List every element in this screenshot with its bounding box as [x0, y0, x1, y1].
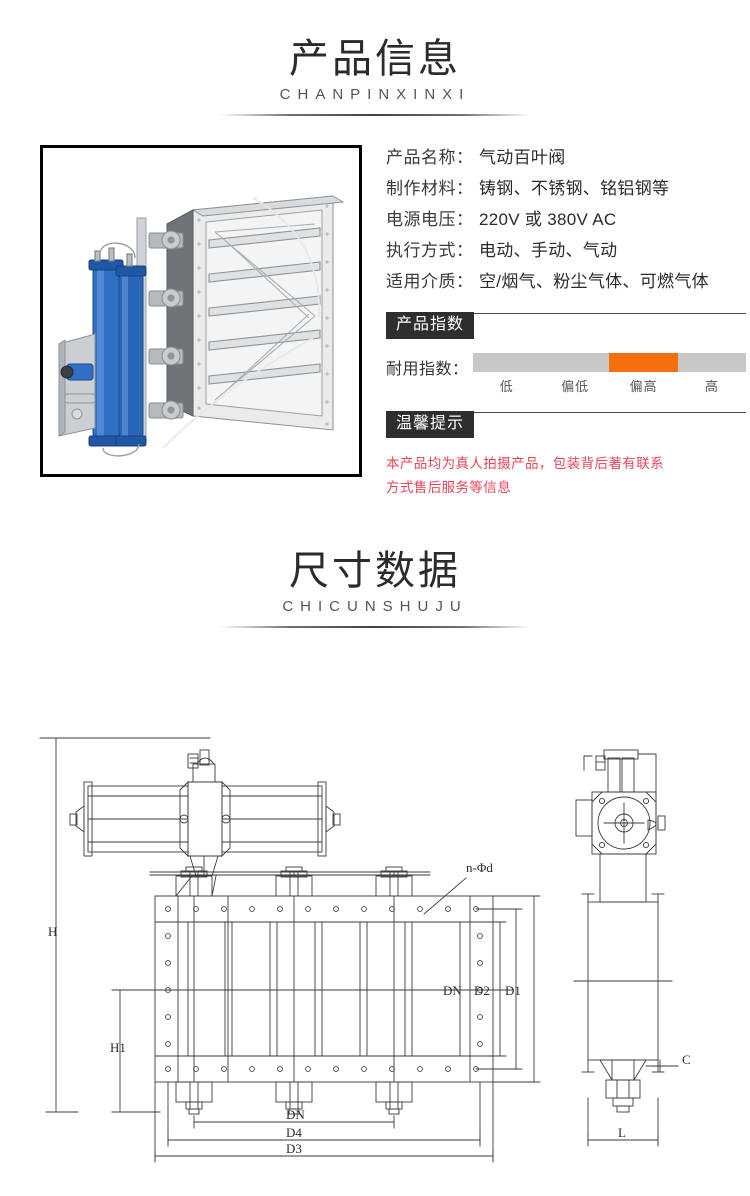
dimension-drawing-svg: H H1 n-Φd DN D2 D1 DN D4 D3 C L: [39, 737, 691, 1163]
dim-label-n-phi-d: n-Φd: [466, 860, 493, 875]
spec-colon: ：: [456, 241, 473, 260]
tips-rule: [386, 412, 746, 413]
dim-label-D3: D3: [286, 1141, 302, 1156]
dim-label-H: H: [48, 924, 57, 939]
section-divider: [220, 114, 530, 116]
spec-row: 适用介质 ： 空/烟气、粉尘气体、可燃气体: [386, 273, 746, 304]
product-index-tag: 产品指数: [386, 312, 475, 339]
dimension-drawing: H H1 n-Φd DN D2 D1 DN D4 D3 C L: [0, 700, 750, 1170]
spec-label: 制作材料: [386, 179, 456, 198]
spec-row: 制作材料 ： 铸钢、不锈钢、铭铝钢等: [386, 180, 746, 211]
section-title-en: CHICUNSHUJU: [282, 598, 468, 615]
spec-row: 产品名称 ： 气动百叶阀: [386, 145, 746, 180]
spec-value: 气动百叶阀: [479, 148, 566, 167]
index-segment-high: [678, 353, 746, 372]
dim-label-C: C: [682, 1052, 691, 1067]
dim-label-D1: D1: [505, 983, 521, 998]
product-index-block: 产品指数: [386, 312, 746, 339]
spec-value: 铸钢、不锈钢、铭铝钢等: [479, 179, 670, 198]
index-tick: 偏低: [561, 379, 590, 394]
tips-block: 温馨提示: [386, 411, 746, 438]
spec-value: 220V 或 380V AC: [479, 210, 617, 229]
dim-label-DN-vertical: DN: [443, 983, 462, 998]
pneumatic-louver-damper-photo: [43, 148, 359, 474]
dim-label-H1: H1: [110, 1040, 126, 1055]
index-tick: 高: [704, 379, 719, 394]
spec-value: 电动、手动、气动: [479, 241, 618, 260]
durability-index-row: 耐用指数： 低 偏低 偏高 高: [386, 353, 746, 395]
dim-label-D4: D4: [286, 1125, 302, 1140]
tips-line: 方式售后服务等信息: [386, 479, 512, 495]
spec-colon: ：: [456, 272, 473, 291]
durability-index-bar-wrap: 低 偏低 偏高 高: [472, 353, 746, 395]
product-spec-column: 产品名称 ： 气动百叶阀 制作材料 ： 铸钢、不锈钢、铭铝钢等 电源电压 ： 2…: [386, 145, 746, 499]
index-segment-low: [473, 353, 541, 372]
durability-index-bar: [472, 353, 746, 372]
spec-label: 执行方式: [386, 241, 456, 260]
section-title-en: CHANPINXINXI: [279, 86, 471, 103]
dim-label-DN-horizontal: DN: [286, 1107, 305, 1122]
spec-label: 电源电压: [386, 210, 456, 229]
dim-label-L: L: [618, 1125, 626, 1140]
index-segment-fairly-high: [609, 353, 678, 372]
product-photo-frame: [40, 145, 362, 477]
section-header-product-info: 产品信息 CHANPINXINXI: [0, 36, 750, 116]
durability-index-scale: 低 偏低 偏高 高: [473, 376, 746, 395]
section-title-cn: 产品信息: [289, 37, 461, 81]
tips-body: 本产品均为真人拍摄产品，包装背后著有联系 方式售后服务等信息: [386, 452, 746, 499]
spec-colon: ：: [456, 179, 473, 198]
section-divider: [220, 626, 530, 628]
index-segment-fairly-low: [541, 353, 609, 372]
product-info-row: 产品名称 ： 气动百叶阀 制作材料 ： 铸钢、不锈钢、铭铝钢等 电源电压 ： 2…: [0, 145, 750, 499]
spec-colon: ：: [456, 148, 473, 167]
product-index-rule: [386, 313, 746, 314]
spec-list: 产品名称 ： 气动百叶阀 制作材料 ： 铸钢、不锈钢、铭铝钢等 电源电压 ： 2…: [386, 145, 746, 304]
spec-label: 适用介质: [386, 272, 456, 291]
durability-index-label: 耐用指数：: [386, 361, 469, 378]
spec-value: 空/烟气、粉尘气体、可燃气体: [479, 272, 709, 291]
spec-label: 产品名称: [386, 148, 456, 167]
index-tick: 低: [499, 379, 514, 394]
spec-row: 电源电压 ： 220V 或 380V AC: [386, 211, 746, 242]
spec-row: 执行方式 ： 电动、手动、气动: [386, 242, 746, 273]
index-tick: 偏高: [629, 379, 658, 394]
tips-line: 本产品均为真人拍摄产品，包装背后著有联系: [386, 456, 664, 471]
section-title-cn: 尺寸数据: [289, 549, 461, 593]
dim-label-D2: D2: [474, 983, 490, 998]
section-header-dimension-data: 尺寸数据 CHICUNSHUJU: [0, 548, 750, 628]
tips-tag: 温馨提示: [386, 411, 475, 438]
spec-colon: ：: [456, 210, 473, 229]
